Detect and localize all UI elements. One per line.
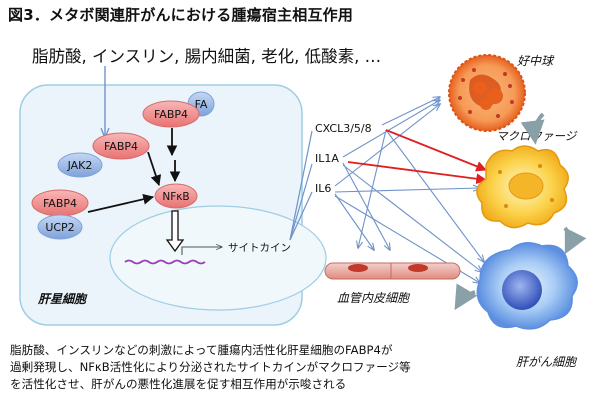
arrow-il1a-macrophage bbox=[347, 161, 488, 185]
release-line-il6 bbox=[289, 191, 313, 241]
fabp4-label-top: FABP4 bbox=[154, 108, 188, 121]
release-line-il1a bbox=[289, 163, 313, 241]
arrow-cxcl-endothelium bbox=[358, 129, 387, 248]
nfkb-node bbox=[154, 183, 198, 209]
arrow-cxcl-cancer bbox=[385, 129, 484, 262]
nfkb-label: NFκB bbox=[162, 191, 189, 203]
cancer-label: 肝がん細胞 bbox=[516, 355, 578, 369]
endothelium-cells bbox=[324, 262, 461, 280]
fabp4-node-mid bbox=[92, 132, 150, 160]
ucp2-node bbox=[37, 214, 83, 240]
dna-strand bbox=[124, 259, 206, 265]
curve-arrow-neutrophil bbox=[520, 112, 545, 145]
hsc-label: 肝星細胞 bbox=[37, 292, 88, 306]
release-line-cxcl bbox=[289, 130, 313, 241]
neutrophil-cell bbox=[448, 54, 526, 132]
neutrophil-label: 好中球 bbox=[517, 54, 555, 68]
figure-title: 図3．メタボ関連肝がんにおける腫瘍宿主相互作用 bbox=[8, 6, 354, 24]
arrow-il1a-endothelium bbox=[342, 162, 390, 250]
cytokine-il6: IL6 bbox=[315, 182, 331, 195]
fa-label: FA bbox=[195, 98, 208, 111]
cytokine-cxcl: CXCL3/5/8 bbox=[315, 122, 372, 135]
stimuli-label: 脂肪酸, インスリン, 腸内細菌, 老化, 低酸素, … bbox=[32, 47, 382, 66]
nucleus bbox=[109, 205, 327, 311]
macrophage-label: マクロファージ bbox=[496, 129, 578, 143]
caption-line-2: 過剰発現し、NFκB活性化により分泌されたサイトカインがマクロファージ等 bbox=[10, 360, 411, 374]
cytokine-arrow bbox=[181, 247, 222, 255]
arrow-il1a-neutrophil bbox=[342, 100, 440, 158]
cytokine-il1a: IL1A bbox=[315, 152, 339, 165]
jak2-node bbox=[57, 152, 103, 178]
arrow-cxcl-macrophage bbox=[385, 129, 488, 172]
arrow-fabp4-mid-nfkb bbox=[147, 151, 162, 187]
macrophage-cell bbox=[476, 145, 569, 229]
caption-line-3: を活性化させ、肝がんの悪性化進展を促す相互作用が示唆される bbox=[10, 377, 347, 391]
fabp4-label-low: FABP4 bbox=[43, 197, 77, 210]
caption: 脂肪酸、インスリンなどの刺激によって腫瘍内活性化肝星細胞のFABP4が 過剰発現… bbox=[10, 342, 595, 393]
arrow-il6-endothelium bbox=[334, 193, 374, 250]
fabp4-node-top bbox=[142, 100, 200, 128]
arrow-cxcl-neutrophil bbox=[381, 97, 440, 126]
jak2-label: JAK2 bbox=[67, 159, 93, 172]
endothelium-label: 血管内皮細胞 bbox=[337, 291, 411, 305]
fabp4-label-mid: FABP4 bbox=[104, 140, 138, 153]
cytokine-label: サイトカイン bbox=[228, 242, 291, 254]
arrow-fabp4-low-nfkb bbox=[87, 193, 155, 213]
caption-line-1: 脂肪酸、インスリンなどの刺激によって腫瘍内活性化肝星細胞のFABP4が bbox=[10, 343, 393, 357]
transcription-arrow bbox=[165, 210, 185, 253]
arrow-il6-macrophage bbox=[334, 188, 480, 193]
cancer-cell bbox=[476, 242, 578, 330]
curve-arrow-macrophage-cancer bbox=[563, 226, 587, 255]
curve-arrow-cancer-endothelium bbox=[454, 283, 478, 311]
ucp2-label: UCP2 bbox=[45, 221, 74, 234]
arrow-il6-neutrophil bbox=[334, 104, 440, 187]
arrow-il1a-cancer bbox=[342, 164, 482, 272]
